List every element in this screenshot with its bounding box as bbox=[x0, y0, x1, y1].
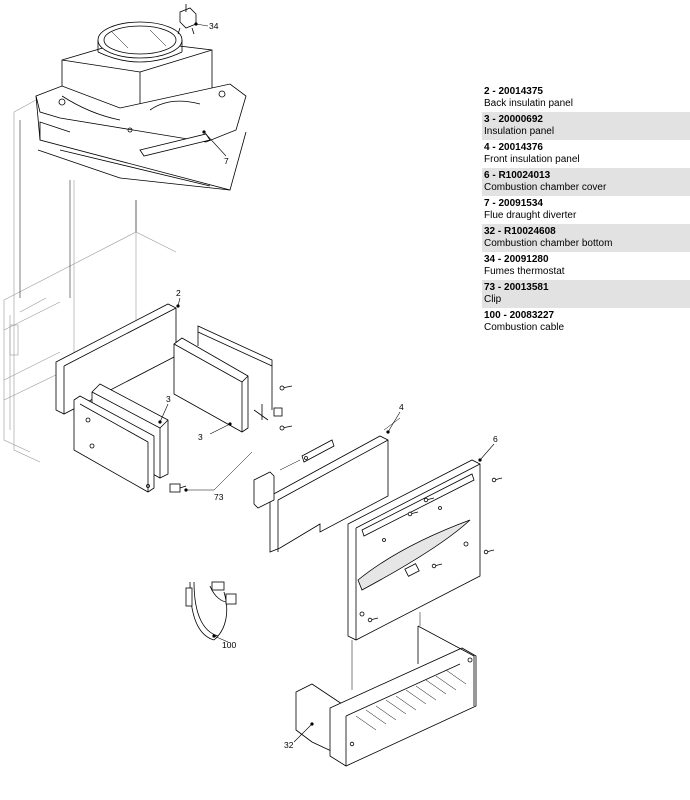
part-code: 2 - 20014375 bbox=[484, 86, 543, 97]
part-code: 32 - R10024608 bbox=[484, 226, 556, 237]
part-code: 7 - 20091534 bbox=[484, 198, 543, 209]
part-code: 73 - 20013581 bbox=[484, 282, 549, 293]
part-description: Fumes thermostat bbox=[484, 266, 565, 277]
combustion-chamber-bottom bbox=[295, 625, 477, 767]
part-code: 34 - 20091280 bbox=[484, 254, 549, 265]
callout-100: 100 bbox=[222, 640, 236, 650]
part-code: 3 - 20000692 bbox=[484, 114, 543, 125]
callout-34: 34 bbox=[209, 21, 219, 31]
part-description: Front insulation panel bbox=[484, 154, 580, 165]
callout-73: 73 bbox=[214, 492, 224, 502]
part-code: 4 - 20014376 bbox=[484, 142, 543, 153]
part-description: Clip bbox=[484, 294, 502, 305]
callout-4: 4 bbox=[399, 402, 404, 412]
callout-2: 2 bbox=[176, 288, 181, 298]
callout-32: 32 bbox=[284, 740, 294, 750]
insulation-panel-left bbox=[73, 383, 169, 493]
part-description: Flue draught diverter bbox=[484, 210, 577, 221]
part-description: Back insulatin panel bbox=[484, 98, 573, 109]
clip bbox=[169, 483, 188, 493]
part-code: 100 - 20083227 bbox=[484, 310, 555, 321]
front-insulation-panel bbox=[253, 417, 401, 553]
part-description: Combustion chamber bottom bbox=[484, 238, 613, 249]
part-code: 6 - R10024013 bbox=[484, 170, 551, 181]
screw bbox=[273, 385, 293, 431]
part-description: Combustion cable bbox=[484, 322, 565, 333]
combustion-chamber-cover bbox=[347, 458, 482, 641]
callout-3a: 3 bbox=[166, 394, 171, 404]
callout-3b: 3 bbox=[198, 432, 203, 442]
side-bracket bbox=[197, 325, 273, 421]
callout-6: 6 bbox=[493, 434, 498, 444]
part-description: Insulation panel bbox=[484, 126, 555, 137]
insulation-panel-right bbox=[173, 337, 249, 433]
burner-slots bbox=[355, 669, 467, 731]
combustion-cable bbox=[185, 581, 237, 641]
callout-7: 7 bbox=[224, 156, 229, 166]
flue-draught-diverter bbox=[35, 4, 247, 191]
part-description: Combustion chamber cover bbox=[484, 182, 607, 193]
cover-screw bbox=[367, 477, 503, 623]
